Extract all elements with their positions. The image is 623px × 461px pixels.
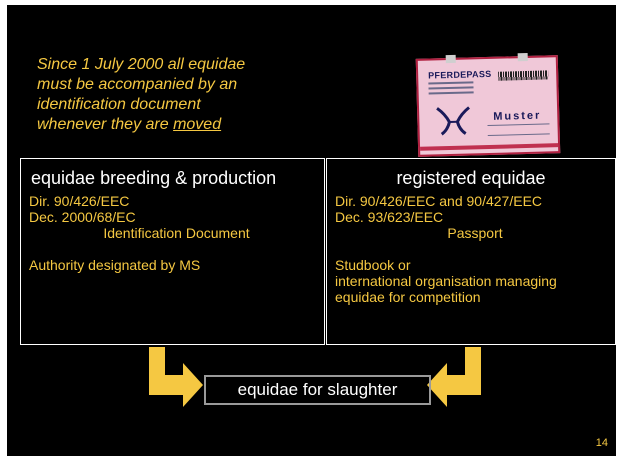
breeding-production-box: equidae breeding & production Dir. 90/42… bbox=[20, 158, 325, 345]
page-number: 14 bbox=[595, 437, 608, 449]
box-heading: equidae breeding & production bbox=[31, 168, 277, 188]
passport-subtitle-lines bbox=[428, 81, 474, 97]
intro-line-2: must be accompanied by an bbox=[37, 76, 238, 93]
document-type: Passport bbox=[447, 225, 503, 241]
binder-clip bbox=[517, 52, 528, 62]
intro-line-4-prefix: whenever they are bbox=[37, 116, 174, 133]
passport-sample-label: Muster bbox=[493, 109, 542, 123]
box-heading: registered equidae bbox=[396, 168, 546, 188]
intro-moved-word: moved bbox=[173, 116, 222, 133]
document-type: Identification Document bbox=[103, 225, 250, 241]
intro-line-3: identification document bbox=[37, 96, 201, 113]
decision-text: Dec. 93/623/EEC bbox=[335, 209, 444, 225]
authority-text-2: international organisation managing bbox=[335, 273, 557, 289]
authority-text-1: Studbook or bbox=[335, 257, 411, 273]
horse-passport-image: PFERDEPASS Muster bbox=[415, 52, 561, 157]
horse-heads-logo-icon bbox=[436, 106, 470, 136]
authority-text-3: equidae for competition bbox=[335, 289, 481, 305]
binder-clip bbox=[445, 54, 456, 64]
slide: Since 1 July 2000 all equidae must be ac… bbox=[7, 5, 616, 456]
directive-text: Dir. 90/426/EEC bbox=[29, 193, 130, 209]
passport-footer-stripe bbox=[420, 143, 559, 151]
barcode-icon bbox=[498, 70, 549, 81]
authority-text: Authority designated by MS bbox=[29, 257, 201, 273]
arrow-left-down-icon bbox=[427, 347, 481, 407]
arrow-right-down-icon bbox=[149, 347, 203, 407]
directive-text: Dir. 90/426/EEC and 90/427/EEC bbox=[335, 193, 543, 209]
passport-line bbox=[487, 123, 550, 127]
intro-line-1: Since 1 July 2000 all equidae bbox=[37, 56, 246, 73]
intro-text: Since 1 July 2000 all equidae must be ac… bbox=[37, 55, 337, 135]
registered-equidae-box: registered equidae Dir. 90/426/EEC and 9… bbox=[326, 158, 616, 345]
slaughter-box: equidae for slaughter bbox=[204, 375, 431, 405]
passport-line bbox=[487, 133, 550, 137]
intro-line-4: whenever they are moved bbox=[37, 115, 337, 135]
passport-title: PFERDEPASS bbox=[428, 68, 492, 81]
decision-text: Dec. 2000/68/EC bbox=[29, 209, 136, 225]
